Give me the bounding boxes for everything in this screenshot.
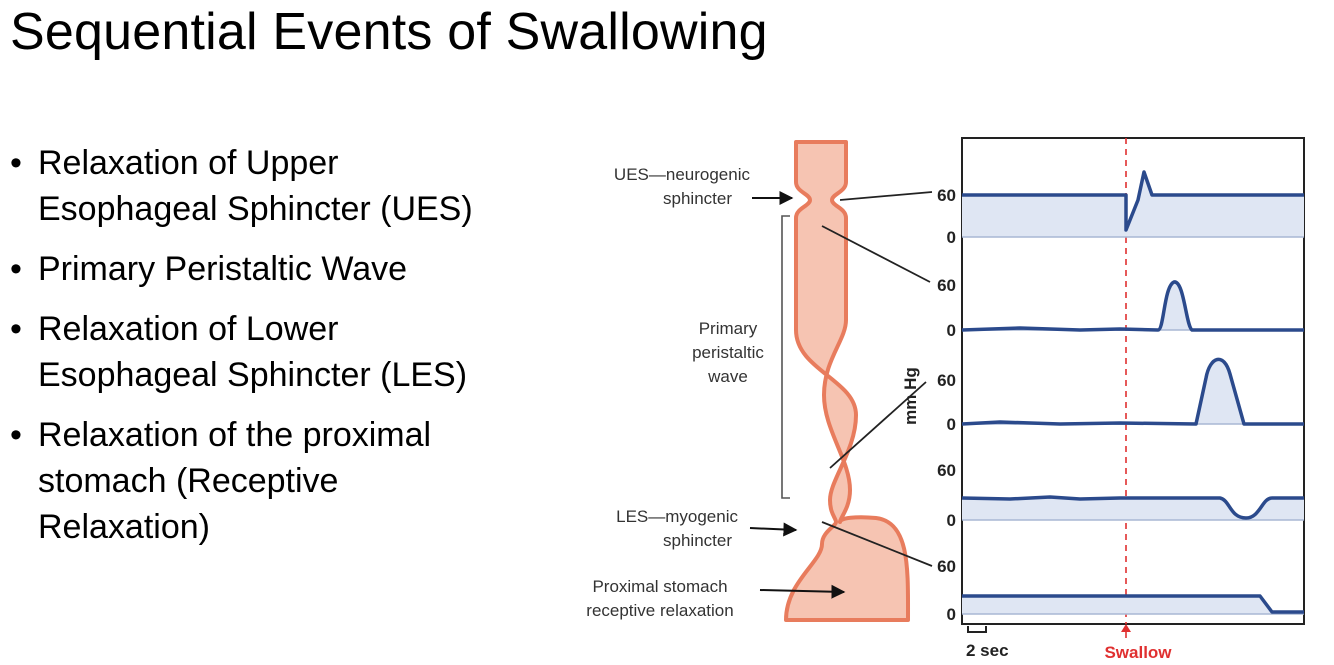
bullet-dot: •: [10, 144, 22, 182]
swallowing-figure: UES—neurogenic sphincter Primary perista…: [586, 137, 1305, 662]
les-label: LES—myogenic: [616, 507, 738, 526]
bullet-ues: • Relaxation of Upper Esophageal Sphinct…: [10, 140, 550, 232]
bullet-dot: •: [10, 310, 22, 348]
bullet-text: Relaxation): [38, 508, 210, 546]
bullet-text: Primary Peristaltic Wave: [38, 250, 408, 288]
bullet-text: Relaxation of Upper: [38, 144, 339, 182]
trace-les: [961, 495, 1304, 520]
stomach-label: receptive relaxation: [586, 601, 733, 620]
wave-label: Primary: [699, 319, 758, 338]
stomach-arrow: [759, 584, 846, 599]
tick-label: 60: [937, 186, 956, 205]
tick-label: 0: [947, 415, 956, 434]
time-scale-label: 2 sec: [966, 641, 1009, 660]
bullet-text: Esophageal Sphincter (UES): [38, 190, 473, 228]
bullet-dot: •: [10, 250, 22, 288]
trace-lower-esophagus: [961, 357, 1304, 426]
tick-label: 0: [947, 228, 956, 247]
bullet-text: Esophageal Sphincter (LES): [38, 356, 468, 394]
trace-stomach-fill: [962, 596, 1304, 614]
tick-label: 60: [937, 371, 956, 390]
tick-label: 60: [937, 276, 956, 295]
les-arrow: [749, 522, 798, 537]
y-axis-unit: mm Hg: [901, 367, 920, 425]
tick-label: 60: [937, 557, 956, 576]
swallow-label: Swallow: [1104, 643, 1172, 660]
trace-ues-fill: [962, 172, 1304, 237]
bullet-text: Relaxation of the proximal: [38, 416, 432, 454]
bullet-text: Relaxation of Lower: [38, 310, 339, 348]
tick-label: 0: [947, 511, 956, 530]
bullet-list: • Relaxation of Upper Esophageal Sphinct…: [10, 140, 550, 564]
time-scale-bar: [967, 626, 987, 633]
plot-frame: [961, 137, 1305, 625]
les-label: sphincter: [663, 531, 732, 550]
slide-title: Sequential Events of Swallowing: [10, 3, 768, 61]
peristalsis-bracket: [781, 215, 790, 499]
ues-label: UES—neurogenic: [614, 165, 751, 184]
ues-label: sphincter: [663, 189, 732, 208]
bullet-peristalsis: • Primary Peristaltic Wave: [10, 246, 550, 292]
trace-upper-esophagus: [961, 280, 1304, 332]
tick-label: 0: [947, 605, 956, 624]
bullet-les: • Relaxation of Lower Esophageal Sphinct…: [10, 306, 550, 398]
bullet-stomach: • Relaxation of the proximal stomach (Re…: [10, 412, 550, 550]
tick-label: 0: [947, 321, 956, 340]
bullet-text: stomach (Receptive: [38, 462, 339, 500]
connector-les: [821, 521, 933, 567]
swallow-arrowhead: [1121, 624, 1131, 632]
stomach-label: Proximal stomach: [592, 577, 727, 596]
trace-stomach: [962, 594, 1304, 614]
tick-label: 60: [937, 461, 956, 480]
connector-ues: [839, 191, 933, 201]
trace-ues: [962, 170, 1304, 232]
connector-mid: [829, 381, 927, 469]
tick-labels: 60 0 60 0 60 0 60 0 60 0: [937, 186, 956, 624]
trace-les-fill: [962, 498, 1304, 520]
wave-label: peristaltic: [692, 343, 764, 362]
bullet-dot: •: [10, 416, 22, 454]
wave-label: wave: [707, 367, 748, 386]
swallowing-diagram: UES—neurogenic sphincter Primary perista…: [560, 130, 1320, 662]
connector-upper: [821, 225, 931, 283]
esophagus-shape: [784, 140, 911, 622]
trace-upper-esophagus-fill: [1158, 281, 1192, 330]
